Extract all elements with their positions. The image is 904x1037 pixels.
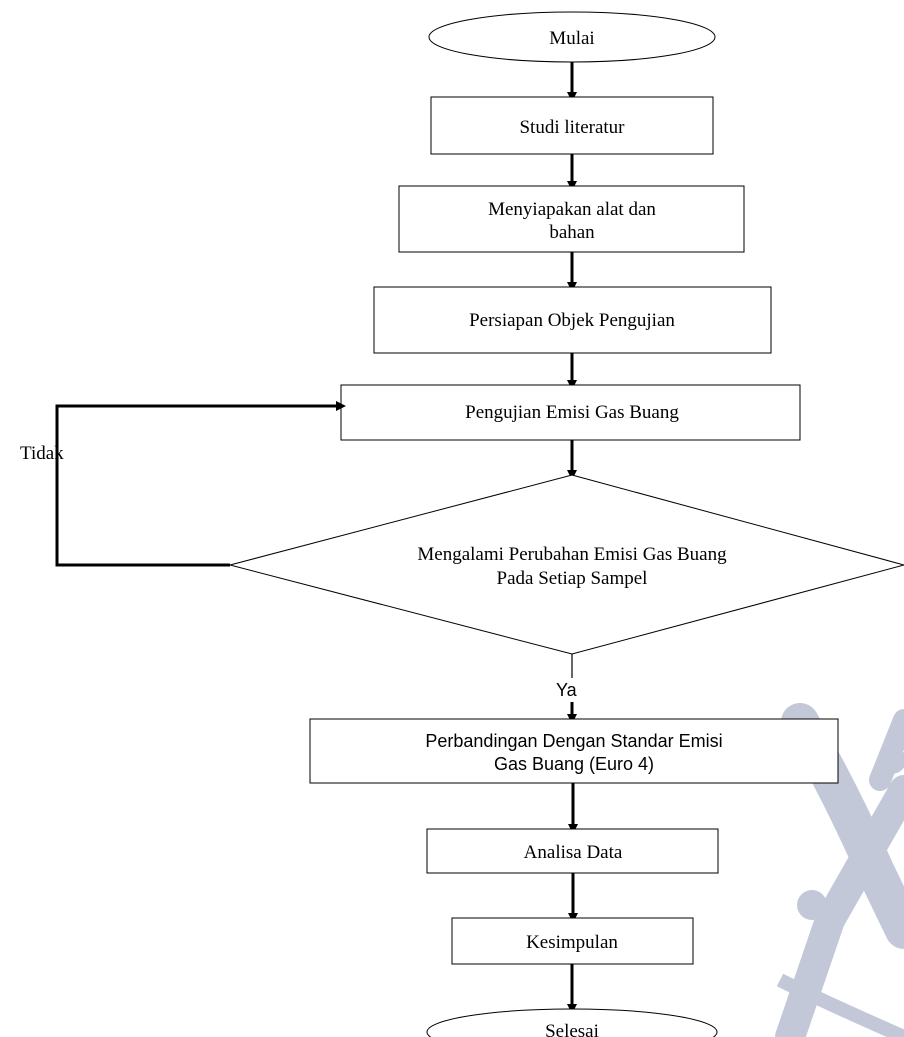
decision-label-line1: Mengalami Perubahan Emisi Gas Buang	[417, 544, 727, 565]
no-branch-label: Tidak	[20, 443, 64, 464]
compare-standard-label-line1: Perbandingan Dengan Standar Emisi	[425, 731, 722, 751]
prepare-tools-label-line2: bahan	[549, 222, 595, 243]
watermark-node-2	[797, 890, 827, 920]
analysis-label: Analisa Data	[524, 842, 623, 863]
watermark-stroke-right	[775, 775, 904, 1037]
no-loop-connector	[55, 401, 346, 567]
yes-branch-label: Ya	[556, 680, 578, 700]
study-literature-label: Studi literatur	[519, 117, 625, 138]
watermark-stroke-bottom	[776, 973, 904, 1037]
start-label: Mulai	[549, 28, 594, 49]
compare-standard-label-line2: Gas Buang (Euro 4)	[494, 754, 654, 774]
prepare-tools-label-line1: Menyiapakan alat dan	[488, 199, 656, 220]
conclusion-box	[451, 917, 694, 965]
compare-standard-box	[309, 718, 839, 784]
watermark-node-1	[878, 746, 904, 774]
end-terminator	[426, 1008, 718, 1037]
end-label: Selesai	[545, 1021, 599, 1037]
emission-test-label: Pengujian Emisi Gas Buang	[465, 402, 679, 423]
conclusion-label: Kesimpulan	[526, 932, 618, 953]
study-literature-box	[430, 96, 714, 155]
decision-label-line2: Pada Setiap Sampel	[497, 568, 648, 589]
analysis-box	[426, 828, 719, 874]
emission-test-box	[340, 384, 801, 441]
prepare-tools-box	[398, 185, 745, 253]
prepare-object-label: Persiapan Objek Pengujian	[469, 310, 675, 331]
